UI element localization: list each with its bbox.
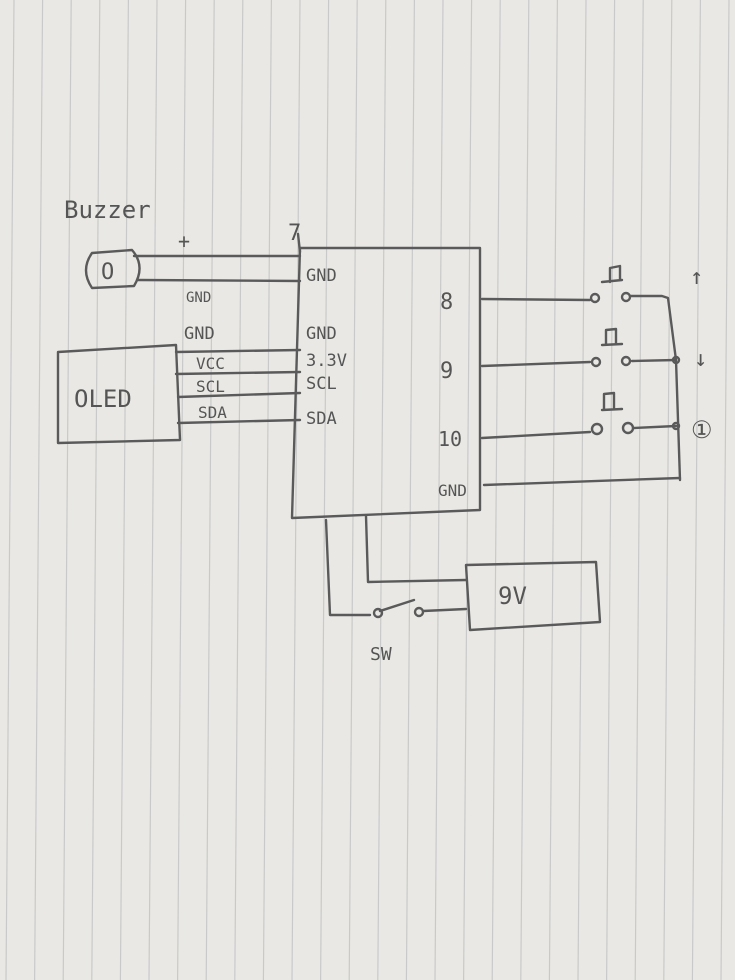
switch-label: SW bbox=[370, 644, 392, 665]
mcu-left-pin-2: GND bbox=[306, 324, 337, 344]
rule-line bbox=[463, 0, 473, 980]
button-select-actuator bbox=[600, 391, 624, 412]
rule-line bbox=[205, 0, 215, 980]
button-common-rail bbox=[628, 294, 682, 482]
oled-sda-wire bbox=[176, 418, 302, 425]
rule-line bbox=[148, 0, 158, 980]
buzzer-label: Buzzer bbox=[64, 196, 151, 224]
paper-rule-lines bbox=[5, 0, 730, 980]
oled-vcc-label: VCC bbox=[196, 354, 225, 373]
rule-line bbox=[119, 0, 129, 980]
oled-gnd-wire bbox=[174, 348, 302, 354]
button-up-contact-left bbox=[589, 292, 601, 304]
pin-10-wire bbox=[480, 430, 592, 440]
rail-junction-2 bbox=[671, 421, 681, 431]
rule-line bbox=[291, 0, 301, 980]
button-down-actuator bbox=[600, 327, 624, 347]
select-circle-icon: ① bbox=[691, 416, 713, 444]
mcu-pin-7-stub bbox=[296, 232, 302, 254]
rule-line bbox=[348, 0, 358, 980]
pin-8-wire bbox=[480, 297, 592, 302]
rule-line bbox=[548, 0, 559, 980]
switch-contact-left bbox=[372, 607, 384, 619]
rule-line bbox=[577, 0, 587, 980]
button-up-contact-right bbox=[620, 291, 632, 303]
switch-contact-right bbox=[413, 606, 425, 618]
rule-line bbox=[5, 0, 15, 980]
mcu-right-pin-gnd: GND bbox=[438, 481, 467, 500]
pencil-strokes bbox=[56, 232, 682, 632]
rule-line bbox=[434, 0, 444, 980]
oled-scl-wire bbox=[176, 391, 302, 399]
rule-line bbox=[377, 0, 387, 980]
mcu-left-pin-5: SDA bbox=[306, 409, 337, 429]
battery-label: 9V bbox=[498, 582, 527, 610]
button-up-actuator bbox=[600, 264, 624, 284]
mcu-left-pin-3: 3.3V bbox=[306, 351, 347, 371]
oled-gnd-label: GND bbox=[184, 324, 215, 344]
pin-9-wire bbox=[480, 360, 592, 368]
switch-lever bbox=[378, 598, 416, 613]
up-arrow-icon: ↑ bbox=[690, 265, 703, 290]
buzzer-gnd-label: GND bbox=[186, 290, 211, 306]
rule-line bbox=[720, 0, 730, 980]
rule-line bbox=[520, 0, 530, 980]
oled-scl-label: SCL bbox=[196, 377, 225, 396]
right-gnd-wire bbox=[482, 476, 682, 487]
button-down-contact-left bbox=[590, 356, 602, 368]
mcu-right-pin-9: 9 bbox=[440, 359, 453, 384]
mcu-body bbox=[290, 246, 482, 520]
battery-positive-wire bbox=[364, 514, 468, 584]
rule-line bbox=[663, 0, 673, 980]
mcu-left-pin-4: SCL bbox=[306, 374, 337, 394]
buzzer-ground-wire bbox=[136, 278, 302, 283]
rule-line bbox=[405, 0, 415, 980]
button-select-output bbox=[632, 424, 678, 430]
mcu-pin-7-label: 7 bbox=[288, 221, 301, 246]
labels: Buzzer + GND O GND VCC SCL SDA OLED 7 GN… bbox=[64, 196, 713, 665]
down-arrow-icon: ↓ bbox=[694, 347, 707, 372]
mcu-right-pin-8: 8 bbox=[440, 290, 453, 315]
switch-wire-left bbox=[324, 518, 372, 617]
rule-line bbox=[177, 0, 187, 980]
button-down-contact-right bbox=[620, 355, 632, 367]
rule-line bbox=[634, 0, 644, 980]
switch-wire-right bbox=[421, 607, 468, 613]
oled-label: OLED bbox=[74, 385, 132, 413]
buzzer-plus-label: + bbox=[178, 229, 190, 253]
oled-sda-label: SDA bbox=[198, 403, 227, 422]
buzzer-symbol: O bbox=[101, 260, 114, 285]
button-select-contact-right bbox=[621, 421, 635, 435]
battery-body bbox=[464, 560, 602, 632]
rule-line bbox=[91, 0, 101, 980]
rule-line bbox=[605, 0, 616, 980]
rule-line bbox=[320, 0, 330, 980]
button-down-output bbox=[630, 358, 678, 363]
oled-body bbox=[56, 343, 182, 445]
mcu-right-pin-10: 10 bbox=[438, 427, 462, 451]
rail-junction-1 bbox=[671, 355, 681, 365]
rule-line bbox=[262, 0, 272, 980]
rule-line bbox=[234, 0, 244, 980]
oled-vcc-wire bbox=[174, 370, 302, 376]
button-select-contact-left bbox=[590, 422, 604, 436]
rule-line bbox=[691, 0, 702, 980]
mcu-left-pin-1: GND bbox=[306, 266, 337, 286]
rule-line bbox=[34, 0, 44, 980]
rule-line bbox=[491, 0, 501, 980]
rule-line bbox=[62, 0, 72, 980]
